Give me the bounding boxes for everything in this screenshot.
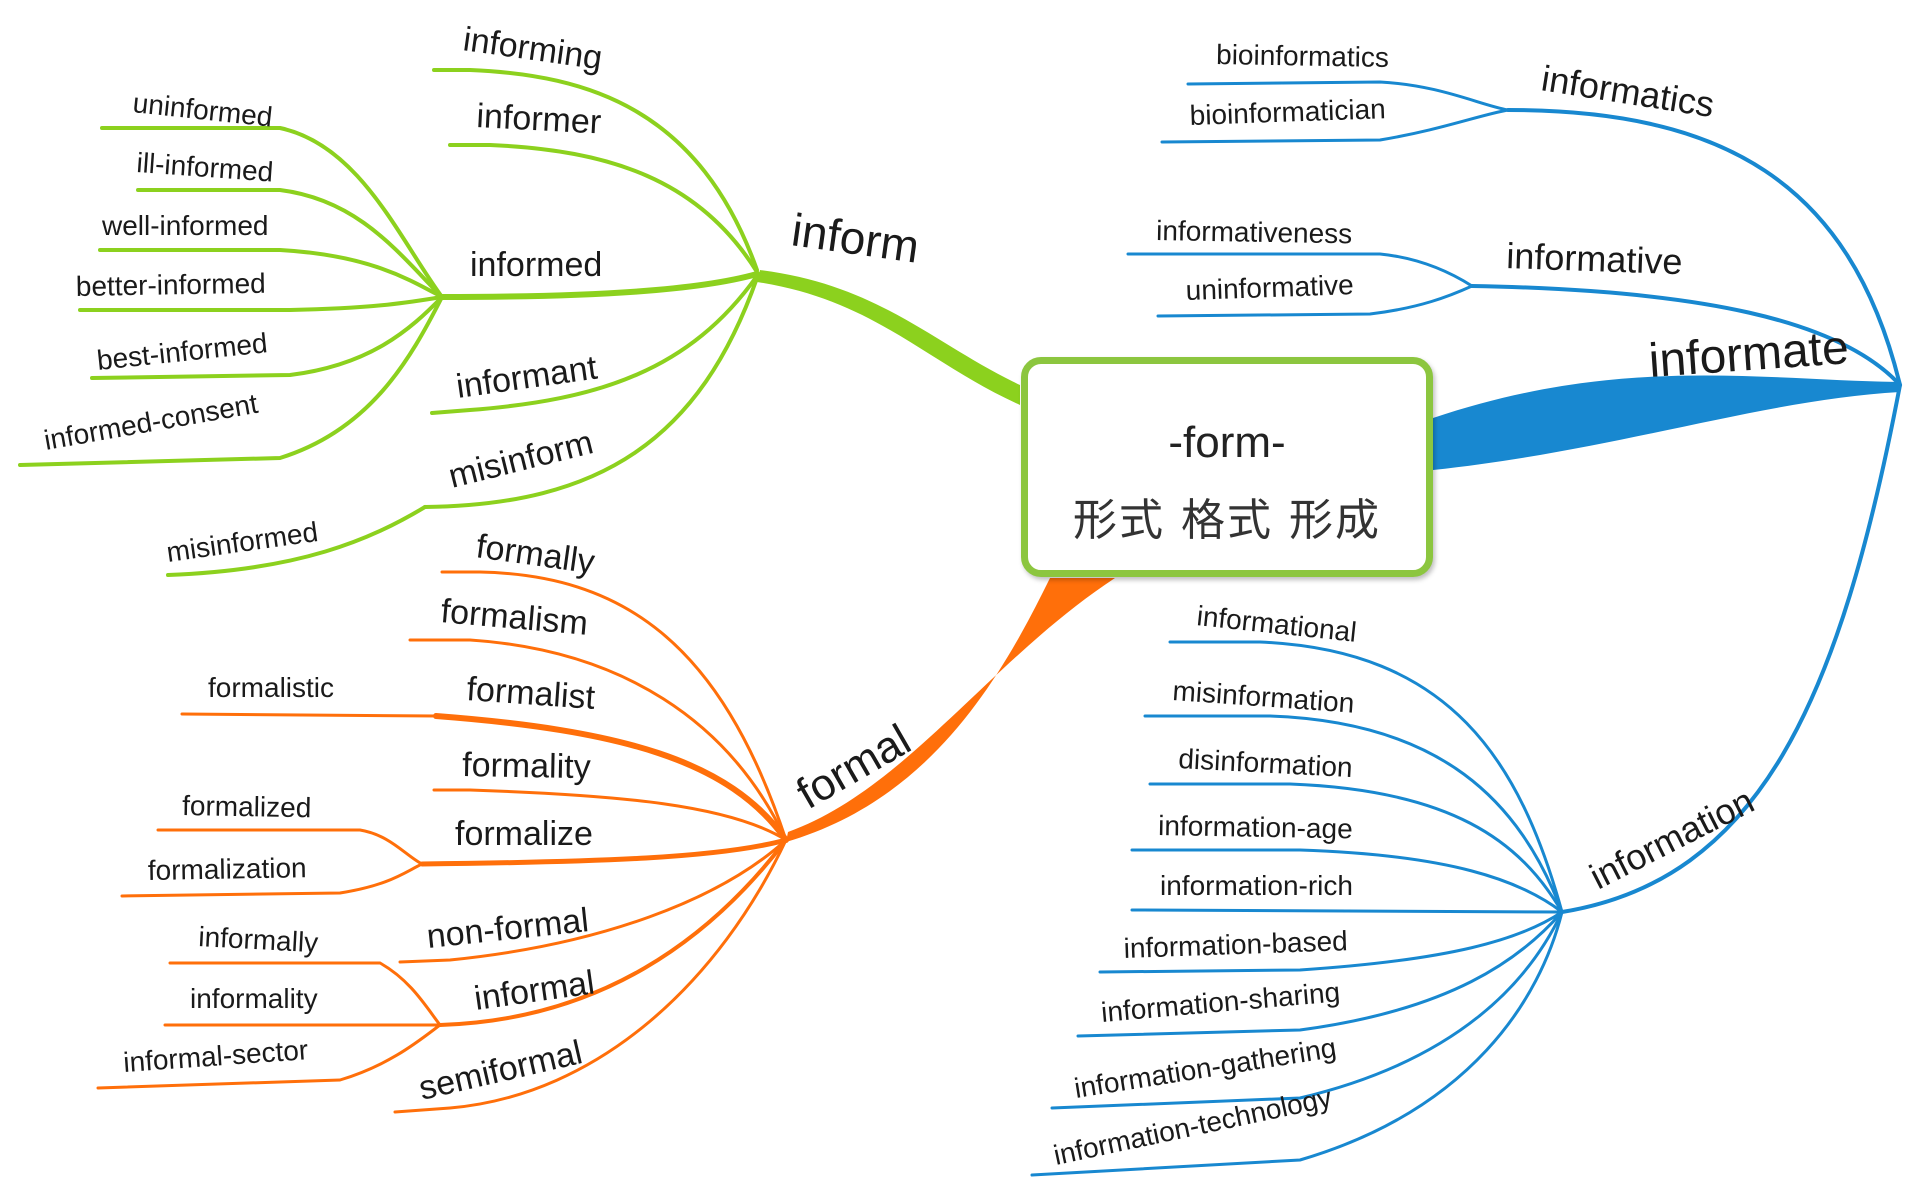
branch-formal: [96, 570, 789, 1114]
node-semiformal: semiformal: [415, 1033, 586, 1107]
node-better-informed: better-informed: [76, 268, 266, 302]
node-informative: informative: [1506, 235, 1683, 282]
node-information-rich: information-rich: [1160, 870, 1353, 901]
node-information-sharing: information-sharing: [1100, 976, 1341, 1028]
node-formalization: formalization: [148, 852, 307, 886]
connector-inform: [757, 270, 1020, 405]
node-non-formal: non-formal: [425, 901, 591, 956]
link-formalistic: [180, 712, 438, 718]
node-formalism: formalism: [439, 592, 589, 643]
link-formality: [432, 788, 788, 842]
central-subtitle: 形式 格式 形成: [1073, 495, 1381, 546]
node-informatics: informatics: [1539, 57, 1717, 125]
connector-informate: [1433, 375, 1900, 470]
link-misinform: [423, 276, 759, 509]
node-informality: informality: [190, 983, 318, 1014]
link-formalist: [433, 713, 789, 843]
link-formalize: [419, 837, 789, 867]
link-informativeness: [1126, 252, 1474, 288]
central-node: -form- 形式 格式 形成: [1021, 357, 1433, 577]
link-semiformal: [393, 838, 788, 1114]
node-ill-informed: ill-informed: [136, 147, 275, 187]
node-informate: informate: [1647, 321, 1850, 388]
branch-inform: [18, 68, 760, 577]
node-informed: informed: [470, 246, 602, 284]
central-title: -form-: [1168, 418, 1286, 467]
link-non-formal: [398, 838, 788, 964]
link-information-technology: [1030, 910, 1564, 1177]
link-ill-informed: [136, 188, 444, 299]
link-informant: [430, 274, 759, 415]
labels-formal: formal formally formalism formalist form…: [122, 527, 919, 1108]
link-informer: [448, 143, 759, 274]
link-informal: [438, 838, 788, 1027]
node-informal: informal: [472, 963, 597, 1017]
link-informational: [1168, 640, 1564, 914]
link-misinformed: [166, 505, 427, 577]
link-well-informed: [98, 248, 444, 299]
link-informal-sector: [96, 1023, 442, 1090]
link-informative: [1470, 284, 1902, 387]
node-informer: informer: [476, 97, 603, 141]
link-information-based: [1098, 910, 1564, 974]
link-disinformation: [1148, 782, 1564, 914]
link-misinformation: [1143, 714, 1564, 914]
link-information-sharing: [1076, 910, 1564, 1038]
link-uninformative: [1156, 284, 1474, 318]
node-bioinformatics: bioinformatics: [1216, 39, 1389, 73]
link-formalization: [120, 862, 424, 898]
link-informing: [432, 68, 759, 272]
link-uninformed: [100, 126, 444, 299]
link-formalism: [408, 638, 788, 842]
link-informed: [439, 271, 760, 300]
node-bioinformatician: bioinformatician: [1189, 93, 1386, 131]
node-formalized: formalized: [182, 790, 312, 823]
node-informant: informant: [454, 348, 600, 405]
link-information-age: [1130, 848, 1564, 914]
link-bioinformatics: [1186, 80, 1510, 112]
node-informativeness: informativeness: [1156, 215, 1353, 249]
node-inform: inform: [789, 203, 923, 272]
node-formalist: formalist: [465, 670, 596, 717]
node-misinformation: misinformation: [1172, 675, 1356, 719]
node-formalistic: formalistic: [208, 672, 334, 703]
link-informed-consent: [18, 295, 444, 467]
node-formalize: formalize: [455, 815, 593, 853]
link-bioinformatician: [1160, 108, 1510, 144]
link-informally: [168, 961, 442, 1027]
link-better-informed: [78, 295, 444, 312]
node-informal-sector: informal-sector: [122, 1034, 309, 1078]
link-information-rich: [1130, 908, 1564, 914]
node-well-informed: well-informed: [101, 210, 269, 241]
branch-informate: [1030, 80, 1902, 1177]
node-disinformation: disinformation: [1178, 743, 1354, 783]
link-information-gathering: [1050, 910, 1564, 1110]
link-formally: [440, 570, 788, 842]
node-informed-consent: informed-consent: [42, 388, 261, 456]
node-formality: formality: [462, 746, 591, 786]
node-information-age: information-age: [1158, 810, 1353, 844]
link-information: [1560, 383, 1902, 914]
node-best-informed: best-informed: [95, 327, 268, 376]
node-information: information: [1583, 780, 1760, 897]
labels-informate: informate informatics informative inform…: [1051, 39, 1851, 1171]
link-informatics: [1506, 108, 1902, 387]
link-formalized: [156, 828, 424, 866]
node-information-based: information-based: [1123, 925, 1348, 964]
link-best-informed: [90, 295, 444, 380]
node-uninformed: uninformed: [131, 87, 274, 132]
node-informally: informally: [198, 921, 319, 958]
node-uninformative: uninformative: [1185, 269, 1354, 306]
